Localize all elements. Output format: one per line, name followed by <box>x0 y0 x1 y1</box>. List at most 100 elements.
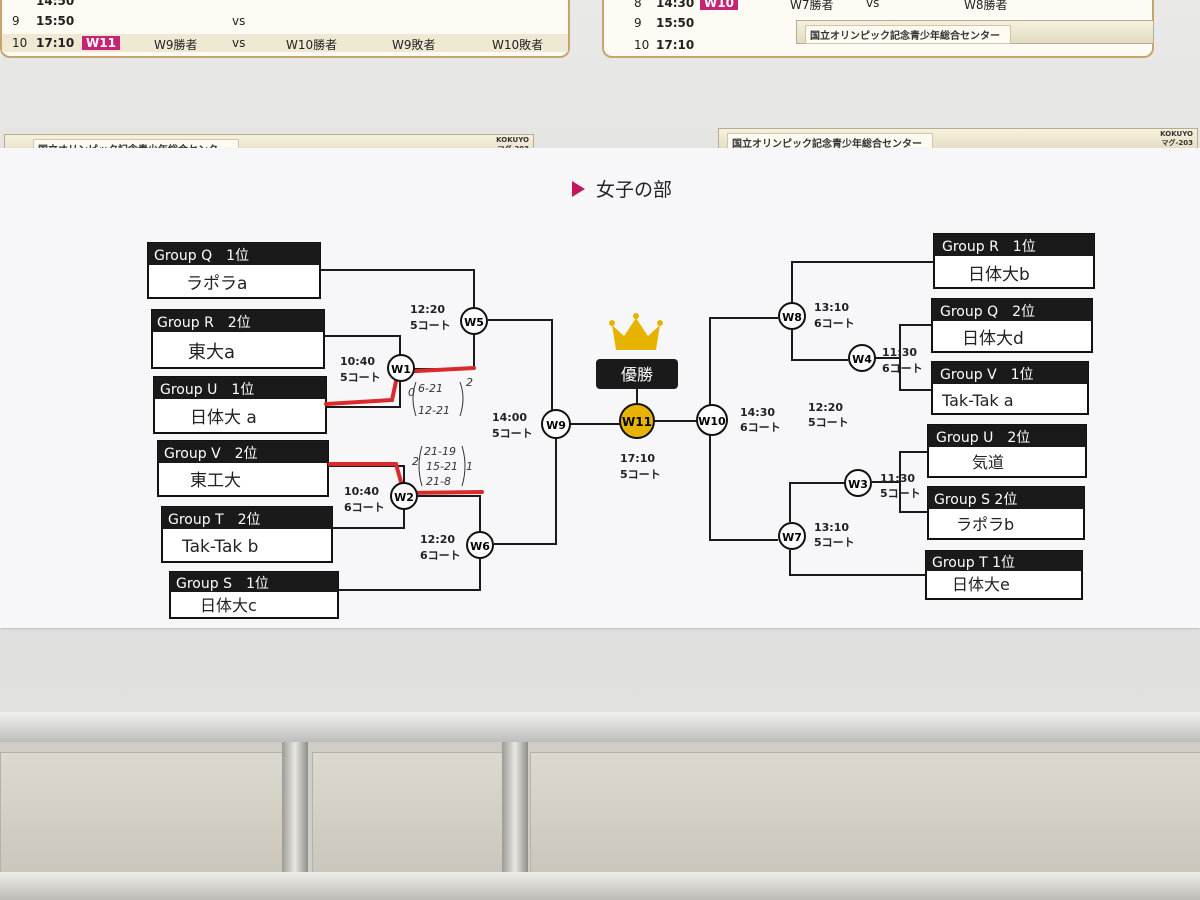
svg-text:5コート: 5コート <box>620 468 661 481</box>
svg-text:Group U 2位: Group U 2位 <box>936 430 1030 446</box>
svg-text:東工大: 東工大 <box>190 471 241 491</box>
match-node-w10: W10 <box>696 404 728 436</box>
svg-text:日体大b: 日体大b <box>968 265 1030 285</box>
name-strip: 国立オリンピック記念青少年総合センター <box>796 20 1154 44</box>
svg-text:6コート: 6コート <box>420 549 461 562</box>
tournament-bracket: 女子の部 Group Q 1位 ラポラa Group R 2位 東大a Grou… <box>147 179 1095 619</box>
handwritten-scores: 0 6-21 12-21 2 2 21-19 15-21 1 21-8 <box>408 376 473 488</box>
svg-text:12:20: 12:20 <box>808 401 843 414</box>
title-arrow-icon <box>572 181 585 197</box>
team-box: Group Q 1位 ラポラa <box>147 242 321 299</box>
bracket-lines <box>320 261 934 591</box>
svg-text:W9: W9 <box>546 419 566 432</box>
svg-text:W4: W4 <box>852 353 872 366</box>
svg-text:日体大c: 日体大c <box>200 596 257 615</box>
svg-text:Group Q 2位: Group Q 2位 <box>940 304 1035 320</box>
team-box: Group T 1位 日体大e <box>925 550 1083 600</box>
svg-text:W5: W5 <box>464 316 484 329</box>
svg-text:東大a: 東大a <box>188 342 235 363</box>
svg-text:12-21: 12-21 <box>418 404 450 417</box>
schedule-row: 10 17:10 W11 W9勝者 vs W10勝者 W9敗者 W10敗者 <box>2 34 568 52</box>
svg-text:17:10: 17:10 <box>620 452 655 465</box>
svg-text:W3: W3 <box>848 478 868 491</box>
svg-text:W8: W8 <box>782 311 802 324</box>
lower-panel <box>0 752 284 874</box>
svg-text:Group R 1位: Group R 1位 <box>942 239 1036 255</box>
svg-text:6コート: 6コート <box>344 501 385 514</box>
svg-text:5コート: 5コート <box>808 416 849 429</box>
svg-text:Tak-Tak a: Tak-Tak a <box>941 391 1014 410</box>
frame-post <box>282 742 308 882</box>
svg-text:Group T 2位: Group T 2位 <box>168 512 261 528</box>
svg-text:11:30: 11:30 <box>880 472 915 485</box>
svg-text:Group Q 1位: Group Q 1位 <box>154 248 249 264</box>
match-node-w7: W7 <box>778 522 806 550</box>
champion-label: 優勝 <box>621 365 653 384</box>
match-node-w11: W11 <box>619 403 655 439</box>
svg-text:10:40: 10:40 <box>344 485 379 498</box>
svg-text:21-8: 21-8 <box>426 475 451 488</box>
court-badge: W11 <box>82 36 120 50</box>
svg-text:Group S 1位: Group S 1位 <box>176 576 269 592</box>
match-node-w9: W9 <box>541 409 571 439</box>
svg-text:0: 0 <box>408 386 415 399</box>
match-node-w6: W6 <box>466 531 494 559</box>
svg-text:5コート: 5コート <box>340 371 381 384</box>
svg-text:Tak-Tak b: Tak-Tak b <box>181 537 258 557</box>
match-node-w2: W2 <box>390 482 418 510</box>
svg-text:W6: W6 <box>470 540 490 553</box>
svg-text:14:30: 14:30 <box>740 406 775 419</box>
team-box: Group Q 2位 日体大d <box>931 298 1093 353</box>
svg-text:Group V 1位: Group V 1位 <box>940 367 1034 383</box>
team-box: Group R 1位 日体大b <box>933 233 1095 289</box>
svg-text:6-21: 6-21 <box>418 382 443 395</box>
match-node-w5: W5 <box>460 307 488 335</box>
svg-text:日体大e: 日体大e <box>952 575 1010 594</box>
schedule-row: 9 15:50 <box>634 16 695 30</box>
svg-text:気道: 気道 <box>972 453 1004 472</box>
svg-text:6コート: 6コート <box>814 317 855 330</box>
frame-post <box>502 742 528 882</box>
svg-text:13:10: 13:10 <box>814 521 849 534</box>
svg-text:Group S 2位: Group S 2位 <box>934 492 1017 508</box>
schedule-row: 9 15:50 vs <box>12 14 246 28</box>
champion-badge <box>596 359 678 389</box>
svg-text:ラポラa: ラポラa <box>186 274 247 294</box>
match-node-w3: W3 <box>844 469 872 497</box>
svg-text:2: 2 <box>412 455 419 468</box>
svg-text:6コート: 6コート <box>882 362 923 375</box>
svg-text:5コート: 5コート <box>880 487 921 500</box>
svg-text:1: 1 <box>466 460 473 473</box>
match-node-w1: W1 <box>387 354 415 382</box>
svg-text:W7: W7 <box>782 531 802 544</box>
svg-text:Group U 1位: Group U 1位 <box>160 382 254 398</box>
svg-text:12:20: 12:20 <box>410 303 445 316</box>
svg-text:10:40: 10:40 <box>340 355 375 368</box>
team-box: Group U 2位 気道 <box>927 424 1087 478</box>
winner-path-marker <box>324 366 484 496</box>
schedule-sheet-left: 14:50 9 15:50 vs 10 17:10 W11 W9勝者 vs W1… <box>0 0 570 58</box>
svg-text:11:30: 11:30 <box>882 346 917 359</box>
svg-text:日体大d: 日体大d <box>962 329 1024 349</box>
svg-text:日体大 a: 日体大 a <box>190 408 257 428</box>
svg-text:W11: W11 <box>622 415 652 429</box>
svg-text:Group R 2位: Group R 2位 <box>157 315 251 331</box>
svg-text:5コート: 5コート <box>410 319 451 332</box>
schedule-row: 10 17:10 <box>634 38 695 52</box>
team-box: Group R 2位 東大a <box>151 309 325 369</box>
schedule-row: 8 14:30 W10 W7勝者 vs W8勝者 <box>604 0 1152 12</box>
bracket-sheet: 女子の部 Group Q 1位 ラポラa Group R 2位 東大a Grou… <box>0 148 1200 628</box>
team-box: Group S 2位 ラポラb <box>927 486 1085 540</box>
score-brackets <box>412 381 466 487</box>
svg-text:5コート: 5コート <box>492 427 533 440</box>
team-box: Group V 1位 Tak-Tak a <box>931 361 1089 415</box>
lower-panel <box>530 752 1200 874</box>
schedule-row: 14:50 <box>36 0 75 8</box>
svg-text:W10: W10 <box>698 415 726 428</box>
svg-text:15-21: 15-21 <box>426 460 458 473</box>
svg-text:Group V 2位: Group V 2位 <box>164 446 258 462</box>
svg-text:ラポラb: ラポラb <box>956 515 1014 534</box>
svg-text:14:00: 14:00 <box>492 411 527 424</box>
team-box: Group U 1位 日体大 a <box>153 376 327 434</box>
